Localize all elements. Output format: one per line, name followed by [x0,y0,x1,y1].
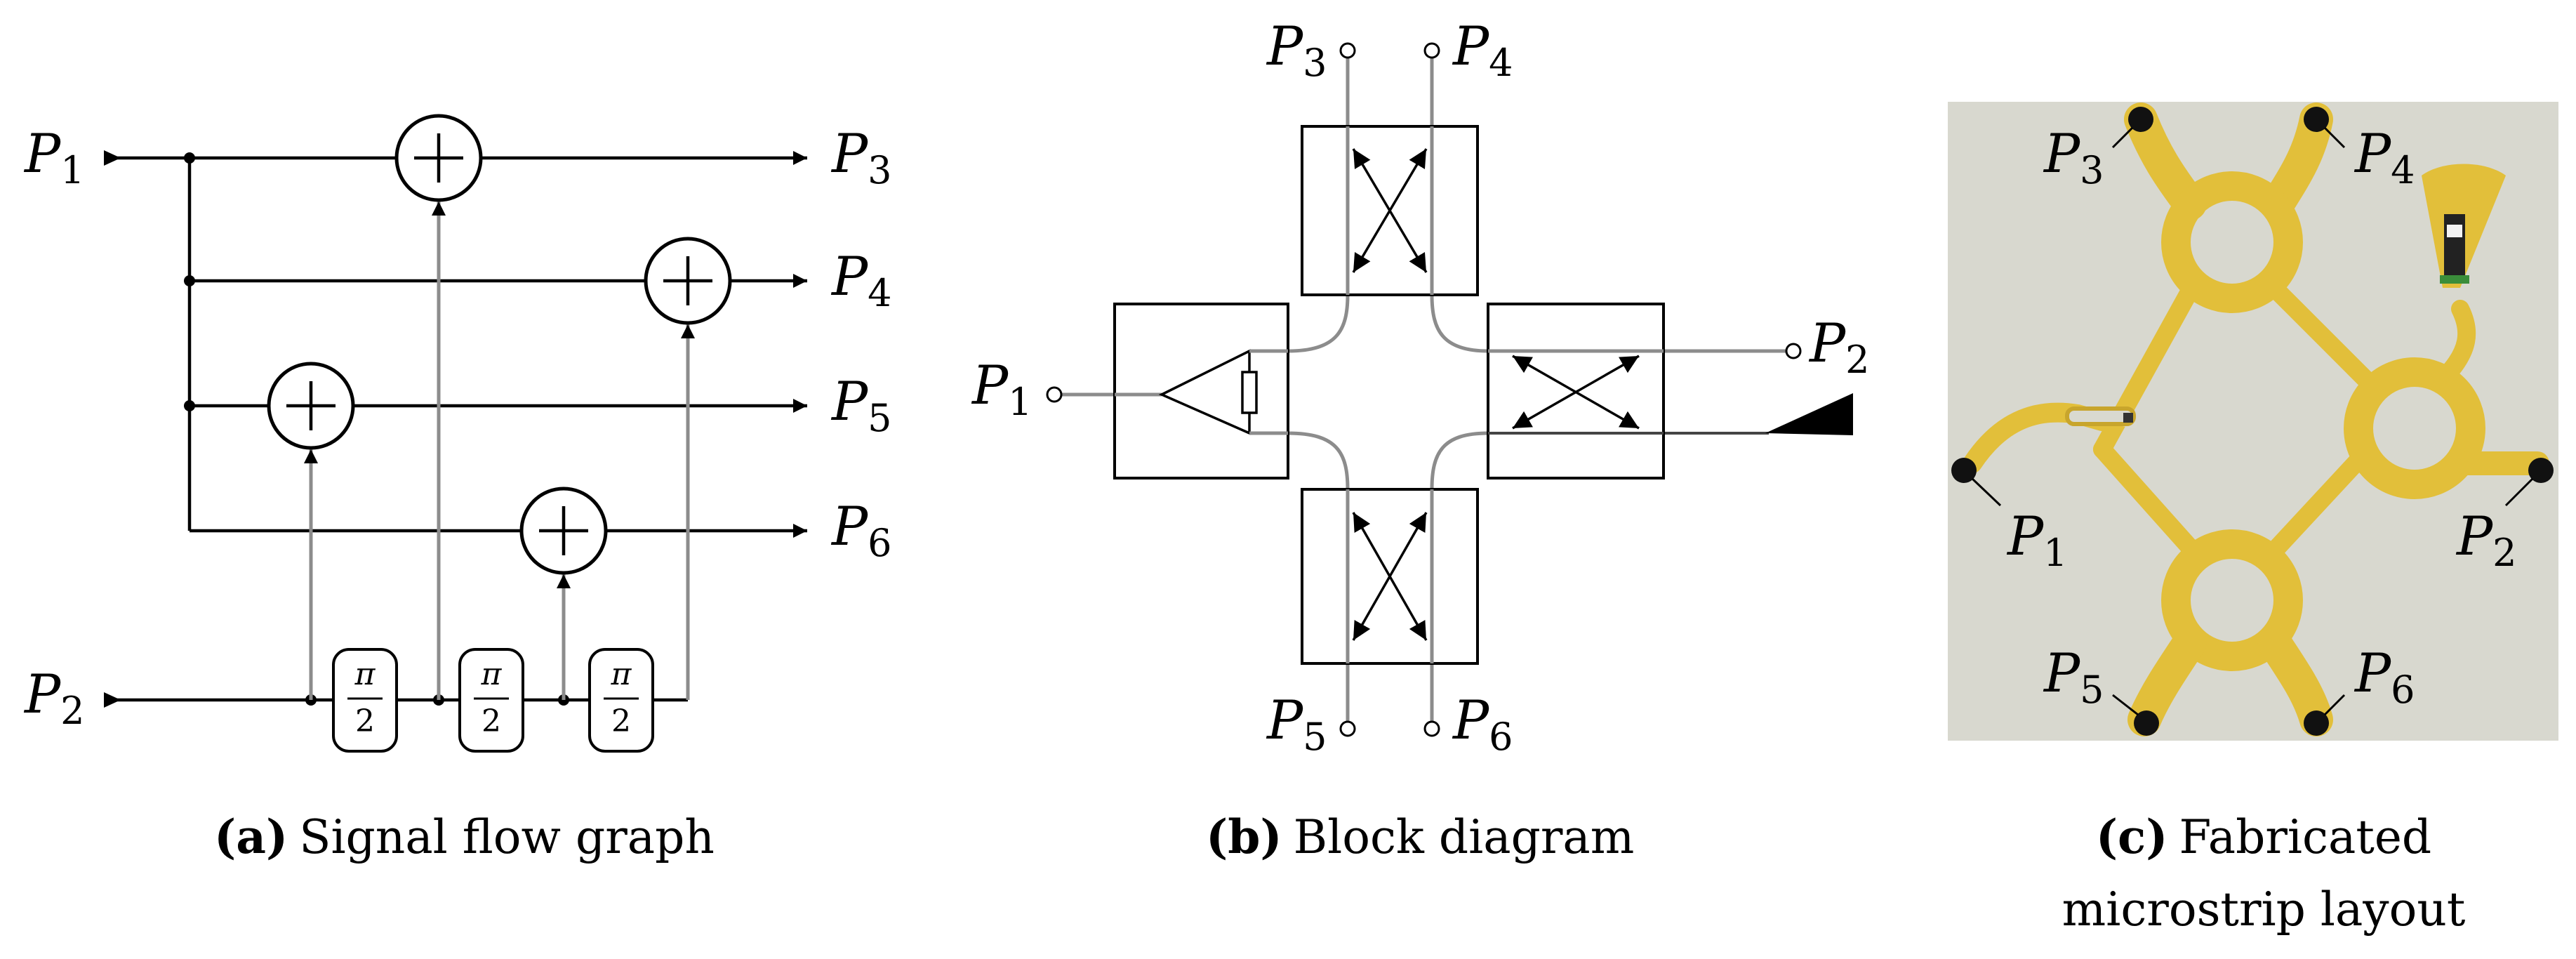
port-label-p3: P3 [1266,15,1327,85]
svg-text:π: π [354,656,376,692]
coupler-right [1487,303,1665,479]
svg-text:2: 2 [482,703,501,739]
port-label-p2: P2 [1808,312,1870,382]
coupler-bottom [1301,488,1479,665]
svg-text:2: 2 [611,703,631,739]
adder-p4 [644,237,732,325]
phase-block-1: π 2 [332,648,398,753]
port-label-p6: P6 [1452,689,1513,759]
phase-block-2: π 2 [458,648,524,753]
panel-c-microstrip-layout: P3 P4 P1 P2 P5 P6 (c)Fabricated microstr… [1948,102,2558,937]
port-pin-p5 [2134,710,2159,736]
caption-c-line2: microstrip layout [2062,882,2466,937]
chip-resistor-band [2447,225,2462,237]
coupler-top [1301,125,1479,296]
p1-terminal [1046,386,1063,403]
leader-line [2112,694,2139,716]
leader-line [2323,694,2346,716]
port-label-p1: P1 [2006,505,2068,575]
interconnect [1287,431,1350,490]
isolation-resistor [1241,371,1258,414]
svg-text:2: 2 [355,703,375,739]
power-divider [1113,303,1289,479]
port-label-p4: P4 [2353,122,2415,192]
adder-p3 [394,114,483,202]
caption-c-line1: (c)Fabricated [2096,809,2431,864]
port-label-p3: P3 [2043,122,2104,192]
port-pin-p4 [2304,107,2329,132]
leader-line [2504,477,2534,507]
interconnect [1430,294,1489,353]
interconnect [1430,431,1489,490]
port-label-p1: P1 [23,122,85,192]
port-pin-p3 [2128,107,2153,132]
port-label-p4: P4 [830,245,892,315]
port-label-p5: P5 [830,370,892,440]
port-label-p5: P5 [1266,689,1327,759]
p6-terminal [1423,720,1440,737]
port-label-p5: P5 [2043,642,2104,712]
port-label-p2: P2 [2455,505,2517,575]
wilkinson-resistor [2123,413,2133,423]
port-label-p1: P1 [971,354,1033,424]
termination-load [1765,393,1853,435]
p2-terminal [1785,343,1802,359]
svg-text:π: π [611,656,632,692]
p4-terminal [1423,42,1440,59]
adder-p6 [519,487,608,575]
leader-line [1971,477,2002,507]
port-label-p6: P6 [2353,642,2415,712]
leader-line [2111,126,2134,149]
p5-terminal [1339,720,1356,737]
port-label-p2: P2 [23,663,85,733]
junction-dot [184,400,195,411]
svg-text:π: π [481,656,503,692]
port-label-p3: P3 [830,122,892,192]
p2-input-arrow [104,692,121,708]
panel-a-signal-flow-graph: π 2 π 2 π 2 P1 P2 P3 P4 P5 P6 (a)Signal … [23,114,892,864]
phase-block-3: π 2 [588,648,654,753]
chip-resistor [2444,214,2465,277]
p1-input-arrow [104,150,121,166]
junction-dot [184,152,195,164]
p3-terminal [1339,42,1356,59]
port-pin-p6 [2304,710,2329,736]
interconnect [1287,294,1350,353]
wilkinson-split [2065,406,2136,426]
junction-dot [184,275,195,286]
caption-a: (a)Signal flow graph [214,809,715,864]
caption-b: (b)Block diagram [1206,809,1634,864]
panel-b-block-diagram: P3 P4 P5 P6 P1 P2 (b)Block diagram [971,15,1870,864]
port-label-p6: P6 [830,495,892,565]
port-label-p4: P4 [1452,15,1513,85]
port-pin-p1 [1951,458,1977,483]
port-pin-p2 [2528,458,2554,483]
leader-line [2323,126,2346,149]
chip-pad [2440,275,2469,284]
adder-p5 [267,362,355,450]
